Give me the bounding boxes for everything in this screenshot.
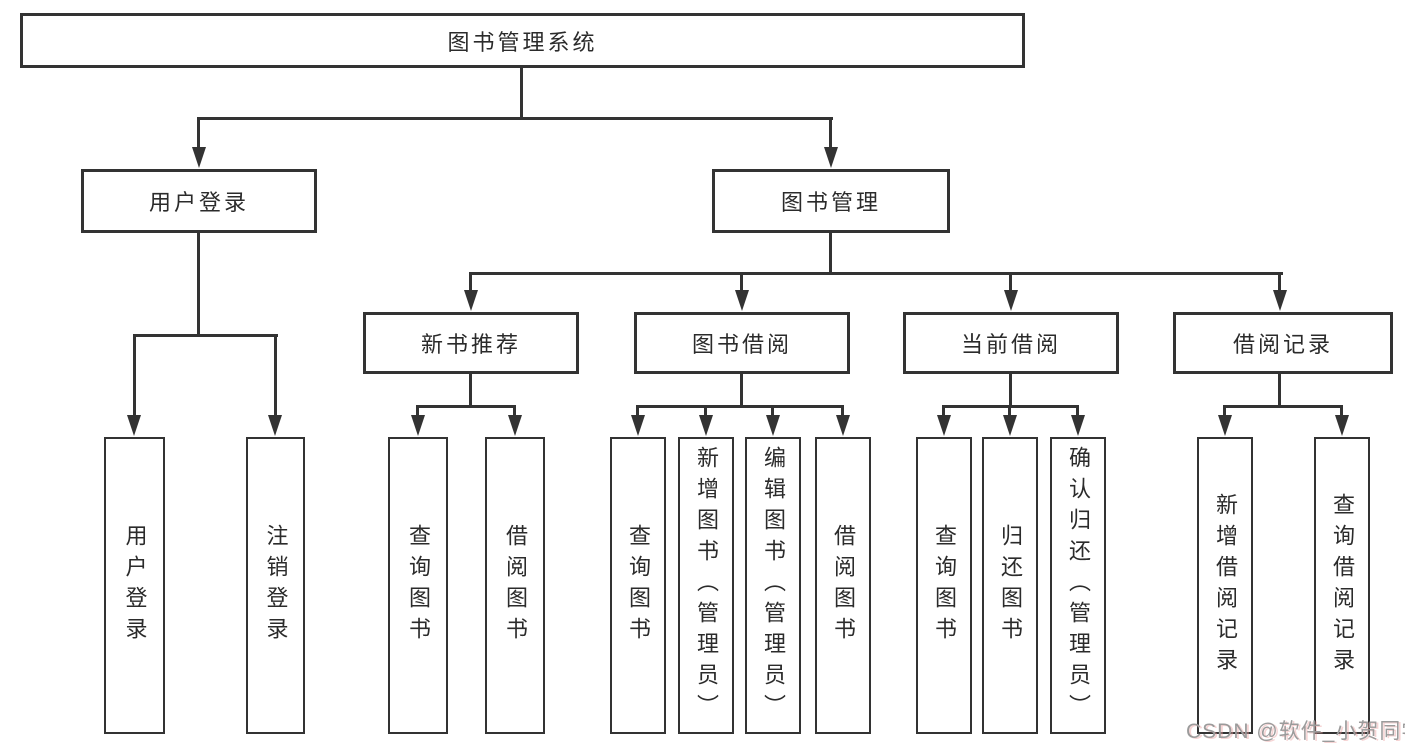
node-label: 查询图书 [932, 523, 957, 648]
connector-line [1223, 405, 1226, 419]
node-new-book-recommendation: 新书推荐 [363, 312, 579, 374]
connector-line [1223, 405, 1343, 408]
connector-line [197, 117, 833, 120]
leaf-user-login: 用户登录 [104, 437, 165, 734]
connector-line [1340, 405, 1343, 419]
node-library-management-system: 图书管理系统 [20, 13, 1025, 68]
connector-line [1076, 405, 1079, 419]
node-label: 图书借阅 [691, 332, 792, 357]
node-user-login: 用户登录 [81, 169, 317, 233]
connector-line [740, 272, 743, 293]
connector-line [416, 405, 419, 419]
connector-line [771, 405, 774, 419]
leaf-confirm-return-admin: 确认归还（管理员） [1050, 437, 1106, 734]
connector-line [1278, 374, 1281, 408]
leaf-query-books-borrowing: 查询图书 [610, 437, 666, 734]
arrowhead [1071, 415, 1085, 436]
node-label: 查询图书 [406, 523, 431, 648]
connector-line [133, 334, 136, 418]
arrowhead [1335, 415, 1349, 436]
arrowhead [1004, 290, 1018, 311]
leaf-add-book-admin: 新增图书（管理员） [678, 437, 734, 734]
connector-line [197, 117, 200, 150]
arrowhead [1003, 415, 1017, 436]
node-book-borrowing: 图书借阅 [634, 312, 850, 374]
arrowhead [464, 290, 478, 311]
node-label: 借阅图书 [503, 523, 528, 648]
node-label: 归还图书 [998, 523, 1023, 648]
node-book-management: 图书管理 [712, 169, 950, 233]
arrowhead [1218, 415, 1232, 436]
node-label: 查询图书 [626, 523, 651, 648]
connector-line [197, 233, 200, 336]
connector-line [513, 405, 516, 419]
node-label: 当前借阅 [960, 332, 1061, 357]
connector-line [636, 405, 639, 419]
connector-line [133, 334, 278, 337]
connector-line [1009, 374, 1012, 408]
leaf-borrow-books: 借阅图书 [815, 437, 871, 734]
connector-line [274, 334, 277, 418]
connector-line [740, 374, 743, 408]
node-label: 借阅记录 [1232, 332, 1333, 357]
node-label: 用户登录 [122, 523, 148, 648]
arrowhead [1273, 290, 1287, 311]
connector-line [1008, 405, 1011, 419]
leaf-query-books-current: 查询图书 [916, 437, 972, 734]
leaf-borrow-books-recommend: 借阅图书 [485, 437, 545, 734]
arrowhead [192, 147, 206, 168]
connector-line [469, 272, 472, 293]
node-borrowing-records: 借阅记录 [1173, 312, 1393, 374]
node-label: 编辑图书（管理员） [761, 446, 786, 725]
node-label: 新书推荐 [420, 332, 521, 357]
arrowhead [699, 415, 713, 436]
leaf-logout: 注销登录 [246, 437, 305, 734]
arrowhead [631, 415, 645, 436]
connector-line [520, 68, 523, 119]
arrowhead [766, 415, 780, 436]
connector-line [469, 374, 472, 408]
node-label: 查询借阅记录 [1330, 492, 1355, 679]
leaf-add-borrow-record: 新增借阅记录 [1197, 437, 1253, 734]
arrowhead [127, 415, 141, 436]
arrowhead [411, 415, 425, 436]
leaf-query-borrow-record: 查询借阅记录 [1314, 437, 1370, 734]
arrowhead [824, 147, 838, 168]
connector-line [829, 117, 832, 150]
node-label: 确认归还（管理员） [1066, 446, 1091, 725]
connector-line [1278, 272, 1281, 293]
connector-line [942, 405, 945, 419]
arrowhead [937, 415, 951, 436]
connector-line [704, 405, 707, 419]
connector-line [1009, 272, 1012, 293]
node-label: 图书管理系统 [447, 29, 598, 55]
arrowhead [268, 415, 282, 436]
node-current-borrowing: 当前借阅 [903, 312, 1119, 374]
csdn-watermark: CSDN @软件_小贺同学 [1186, 720, 1405, 743]
arrowhead [735, 290, 749, 311]
connector-line [841, 405, 844, 419]
node-label: 注销登录 [263, 523, 289, 648]
leaf-query-books-recommend: 查询图书 [388, 437, 448, 734]
node-label: 用户登录 [148, 190, 249, 215]
arrowhead [836, 415, 850, 436]
leaf-return-book: 归还图书 [982, 437, 1038, 734]
leaf-edit-book-admin: 编辑图书（管理员） [745, 437, 801, 734]
arrowhead [508, 415, 522, 436]
connector-line [416, 405, 516, 408]
node-label: 新增借阅记录 [1213, 492, 1238, 679]
connector-line [636, 405, 844, 408]
node-label: 新增图书（管理员） [694, 446, 719, 725]
connector-line [829, 233, 832, 275]
connector-line [469, 272, 1283, 275]
node-label: 图书管理 [780, 190, 881, 215]
node-label: 借阅图书 [831, 523, 856, 648]
